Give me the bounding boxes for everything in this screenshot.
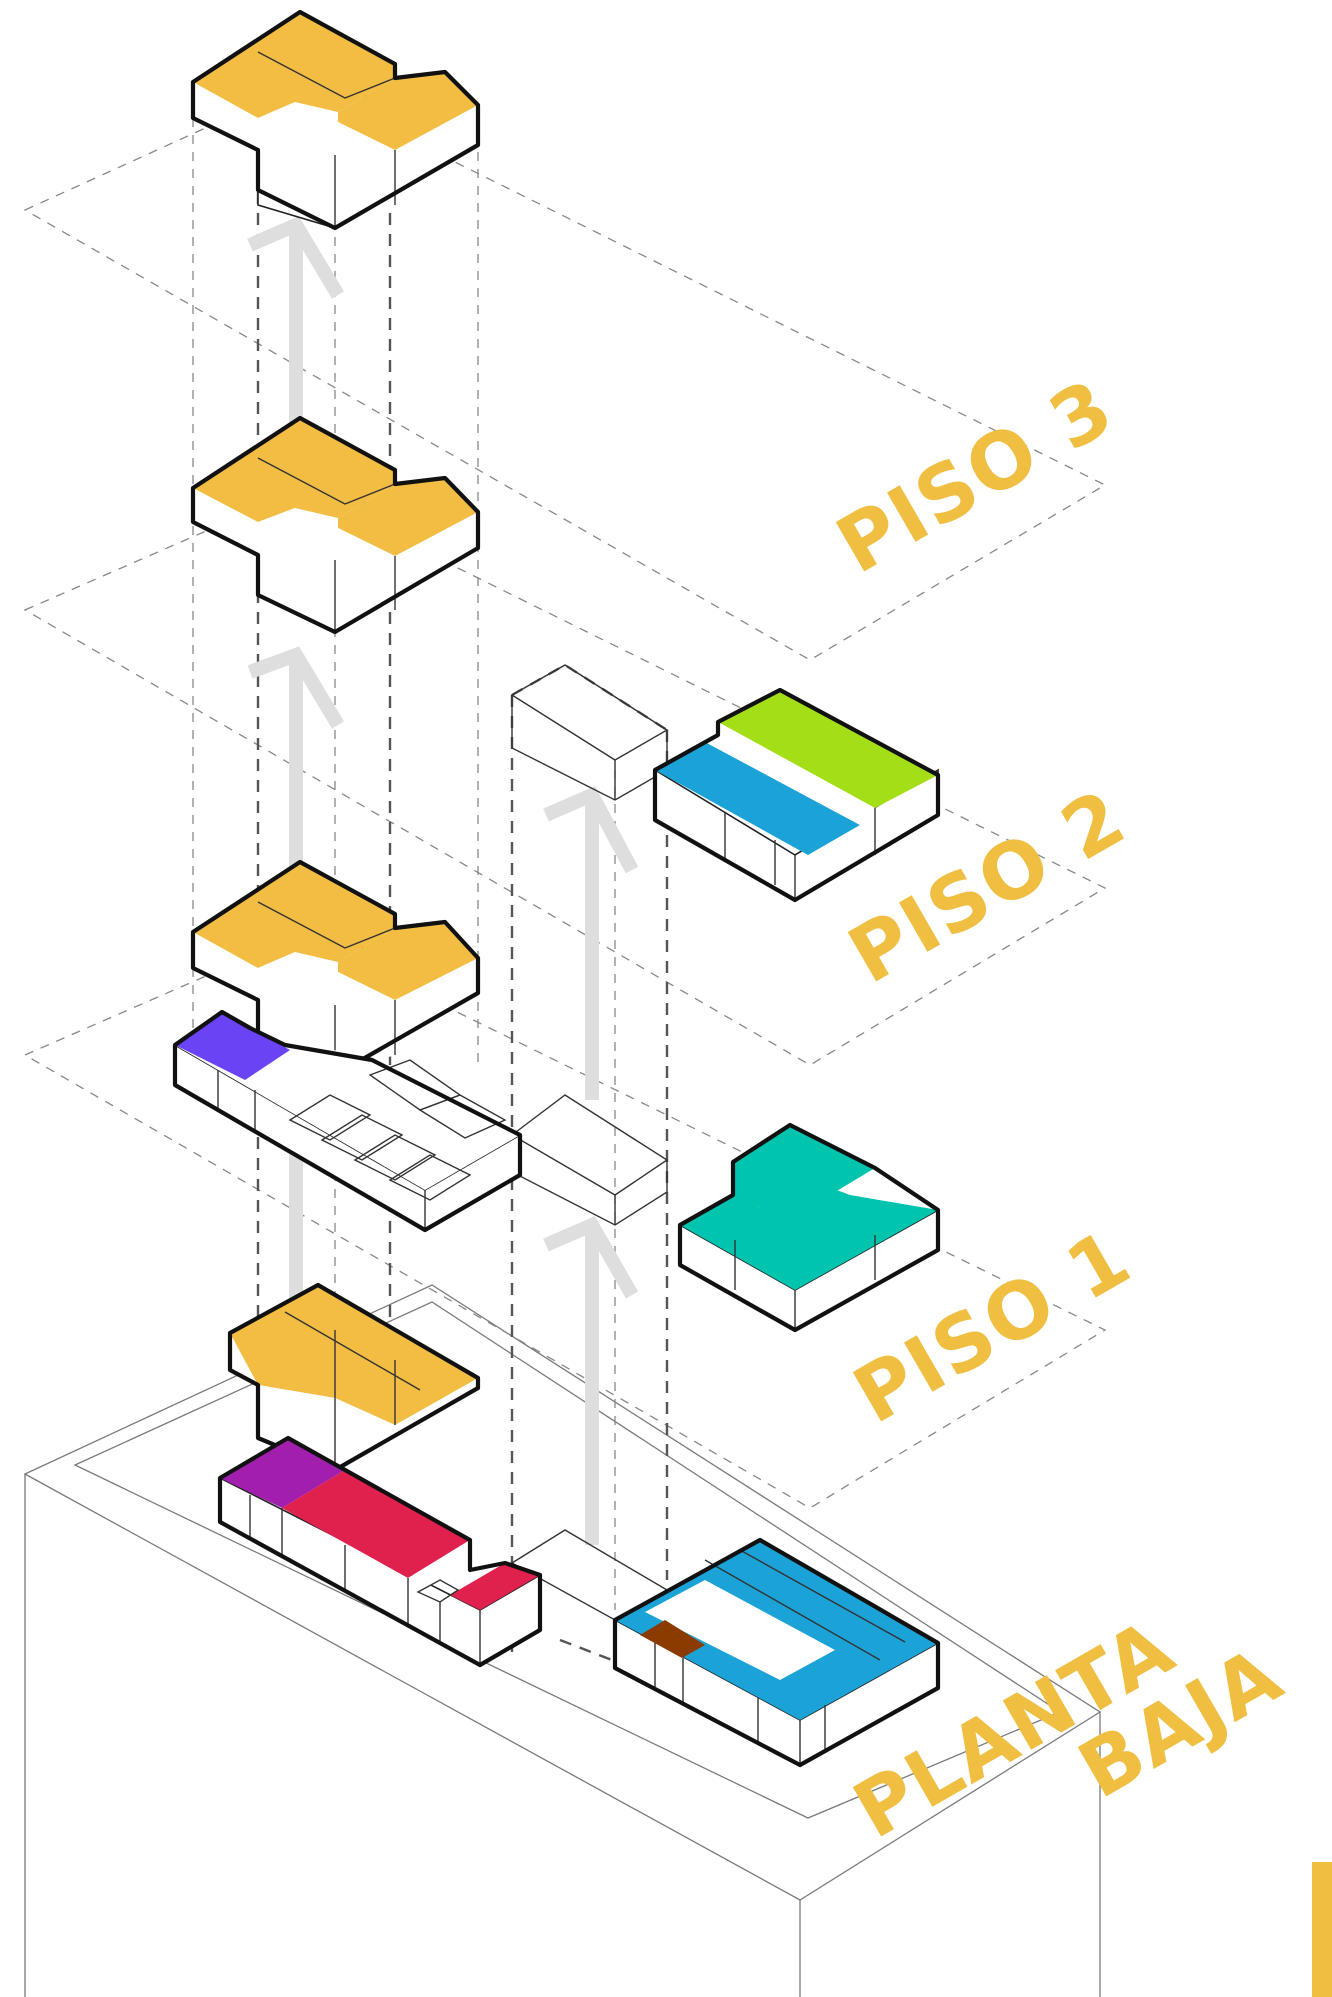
arrow-stair-lower bbox=[543, 1216, 639, 1545]
floor-plane-piso-3 bbox=[23, 84, 1107, 661]
block-piso-2-east bbox=[652, 687, 941, 903]
yellow-block-piso-2 bbox=[190, 415, 481, 635]
block-piso-1-west bbox=[172, 1009, 523, 1233]
floor-plane-piso-2 bbox=[23, 489, 1107, 1066]
block-piso-1-east bbox=[677, 1122, 941, 1333]
arrow-stair-upper bbox=[543, 786, 639, 1100]
corner-accent-bar bbox=[1312, 1862, 1332, 1997]
floor-plane-piso-1 bbox=[23, 934, 1107, 1509]
core-vertical-lines bbox=[192, 118, 669, 1662]
yellow-block-planta-baja bbox=[227, 1282, 481, 1473]
block-planta-baja-east bbox=[612, 1537, 941, 1768]
block-planta-baja-west bbox=[217, 1435, 543, 1668]
yellow-block-piso-3 bbox=[190, 9, 481, 231]
label-piso-3: PISO 3 bbox=[823, 362, 1130, 591]
